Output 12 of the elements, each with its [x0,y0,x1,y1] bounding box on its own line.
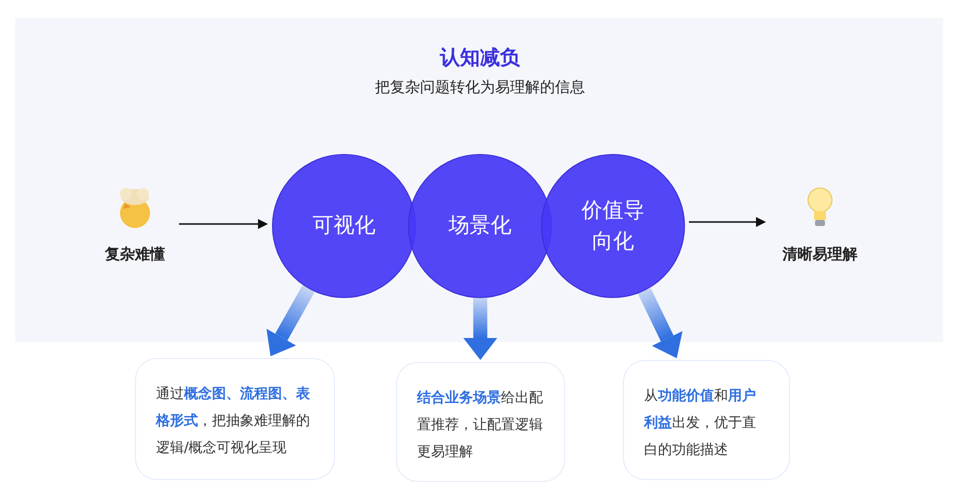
arrow [463,298,498,360]
arrow [638,288,683,358]
arrow [179,219,268,229]
text-card: 通过概念图、流程图、表格形式，把抽象难理解的逻辑/概念可视化呈现 [135,358,335,480]
text-card: 结合业务场景给出配置推荐，让配置逻辑更易理解 [396,362,565,482]
subtitle: 把复杂问题转化为易理解的信息 [374,78,586,97]
arrow [689,217,766,227]
node-label: 清晰易理解 [782,245,858,264]
arrow [266,285,315,356]
title: 认知减负 [438,44,521,71]
text-card: 从功能价值和用户利益出发，优于直白的功能描述 [623,360,790,480]
node-label: 复杂难懂 [104,245,166,264]
